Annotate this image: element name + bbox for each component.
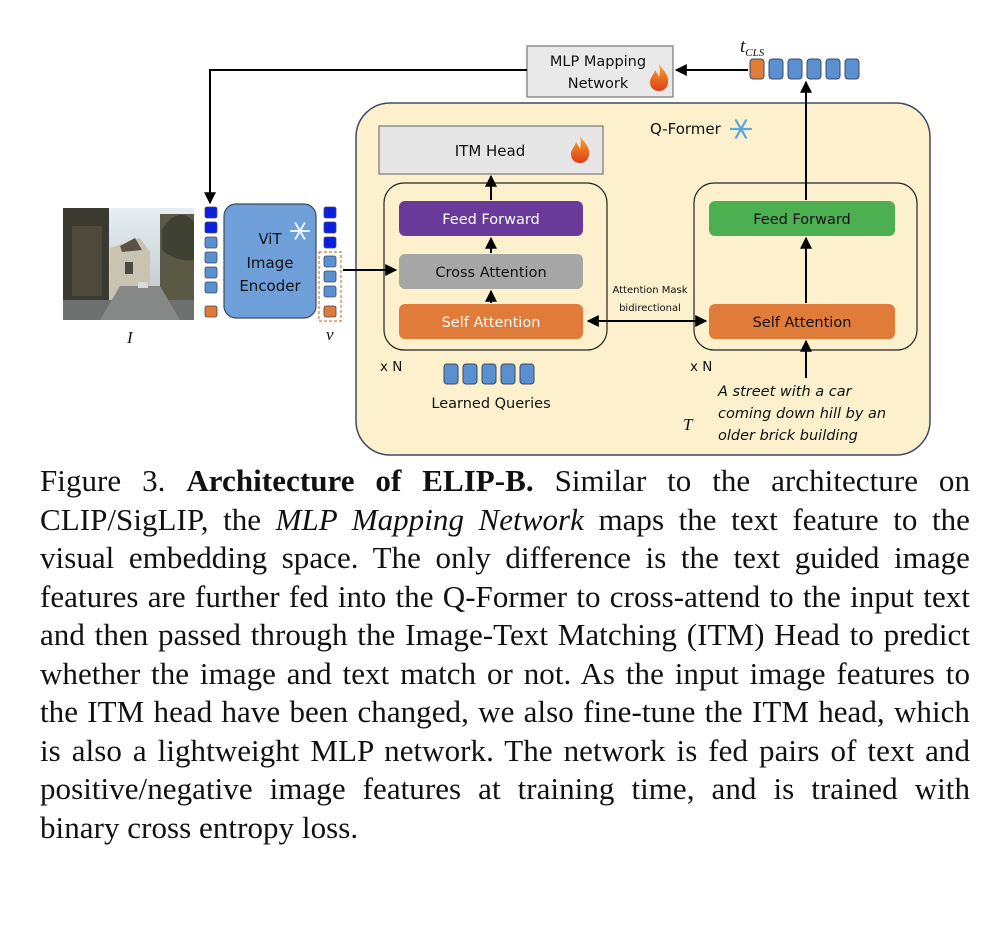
token-blue [323, 255, 337, 268]
mlp-mapping-network-line1: MLP Mapping [550, 54, 646, 70]
v-symbol: v [326, 325, 334, 344]
mlp-mapping-network-line2: Network [568, 76, 629, 92]
token-orange [204, 305, 218, 318]
token-dark-blue [323, 236, 337, 249]
text-input-line1: A street with a car [717, 384, 853, 400]
token-dark-blue [204, 221, 218, 234]
attention-mask-label-line1: Attention Mask [612, 285, 687, 296]
input-image-photo [63, 208, 194, 320]
snowflake-icon [290, 222, 310, 240]
left-self-attention-label: Self Attention [442, 315, 541, 331]
learned-query-tokens [443, 363, 535, 385]
left-repeat-label: x N [380, 359, 402, 375]
itm-head-label: ITM Head [455, 142, 526, 160]
fire-icon [650, 64, 669, 91]
query-token [481, 363, 497, 385]
architecture-figure: Q-Former MLP Mapping Network tCLS [0, 0, 998, 470]
query-token [462, 363, 478, 385]
vit-label-line1: ViT [258, 230, 282, 248]
mlp-mapping-network-box [526, 45, 674, 98]
right-feed-forward-label: Feed Forward [753, 212, 851, 228]
vit-image-encoder-box [223, 203, 317, 319]
left-feed-forward-box [399, 201, 583, 236]
caption-italic-term: MLP Mapping Network [275, 501, 584, 537]
token-blue [204, 236, 218, 249]
attention-mask-label-line2: bidirectional [619, 303, 681, 314]
query-token [443, 363, 459, 385]
token-orange [323, 305, 337, 318]
t-cls-token-orange [749, 58, 765, 80]
token-blue [204, 281, 218, 294]
image-symbol: I [126, 328, 134, 347]
v-tokens-dashed-box [318, 251, 342, 322]
query-token [519, 363, 535, 385]
q-former-label: Q-Former [650, 120, 722, 138]
right-self-attention-label: Self Attention [753, 315, 852, 331]
right-feed-forward-box [709, 201, 895, 236]
text-input-line2: coming down hill by an [718, 406, 886, 422]
itm-head-box [378, 125, 604, 175]
learned-queries-label: Learned Queries [431, 396, 550, 412]
token-blue [204, 266, 218, 279]
t-cls-label: tCLS [740, 36, 765, 59]
cross-attention-box [399, 254, 583, 289]
caption-figure-number: Figure 3. [40, 463, 166, 498]
figure-caption: Figure 3. Architecture of ELIP-B. Simila… [40, 462, 970, 847]
t-cls-token [787, 58, 803, 80]
snowflake-icon [729, 119, 753, 139]
left-feed-forward-label: Feed Forward [442, 212, 540, 228]
image-tokens-v [318, 206, 342, 322]
q-former-container [355, 102, 931, 456]
right-self-attention-box [709, 304, 895, 339]
image-tokens-left [204, 206, 218, 318]
fire-icon [571, 136, 590, 163]
token-dark-blue [323, 221, 337, 234]
vit-label-line2: Image [247, 254, 294, 272]
vit-label-line3: Encoder [239, 277, 301, 295]
left-self-attention-box [399, 304, 583, 339]
t-cls-token [806, 58, 822, 80]
arrow-mlp-to-vit [204, 69, 527, 205]
text-input-line3: older brick building [718, 428, 858, 444]
t-cls-tokens [749, 58, 860, 80]
caption-text-part1: Similar to the architecture on CLIP/SigL… [40, 463, 970, 537]
token-dark-blue [323, 206, 337, 219]
t-cls-token [768, 58, 784, 80]
cross-attention-label: Cross Attention [435, 265, 546, 281]
token-blue [204, 251, 218, 264]
caption-text-part2: maps the text feature to the visual embe… [40, 501, 970, 845]
caption-title: Architecture of ELIP-B. [186, 463, 534, 498]
t-cls-token [844, 58, 860, 80]
token-blue [323, 285, 337, 298]
text-symbol: T [683, 415, 694, 434]
token-dark-blue [204, 206, 218, 219]
right-repeat-label: x N [690, 359, 712, 375]
token-blue [323, 270, 337, 283]
query-token [500, 363, 516, 385]
architecture-diagram: Q-Former MLP Mapping Network tCLS [63, 36, 931, 456]
t-cls-token [825, 58, 841, 80]
